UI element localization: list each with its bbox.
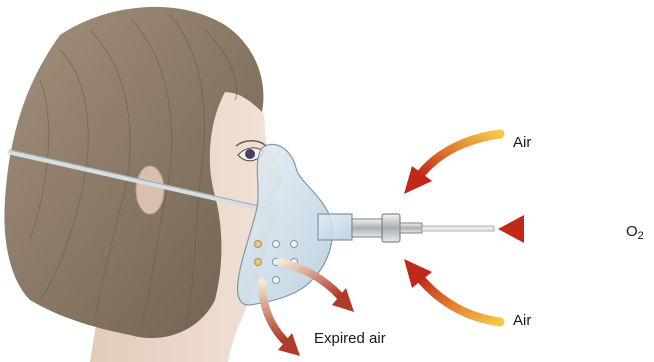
connector-sleeve	[352, 219, 382, 237]
oxygen-subscript: 2	[638, 230, 644, 242]
air-inflow-top-arrow	[404, 134, 500, 194]
ear	[136, 166, 164, 214]
mask-port	[318, 214, 352, 240]
air-label-top: Air	[513, 135, 531, 150]
expired-air-label: Expired air	[314, 331, 386, 346]
oxygen-tube	[422, 226, 494, 231]
air-label-bottom: Air	[513, 313, 531, 328]
oxygen-inflow-arrow	[498, 215, 612, 243]
oxygen-symbol: O	[626, 223, 638, 240]
oxygen-label: O2	[626, 224, 644, 242]
connector-nut	[382, 214, 400, 242]
air-inflow-bottom-arrow	[404, 259, 500, 322]
oxygen-connector	[352, 214, 422, 242]
connector-nozzle	[400, 223, 422, 233]
